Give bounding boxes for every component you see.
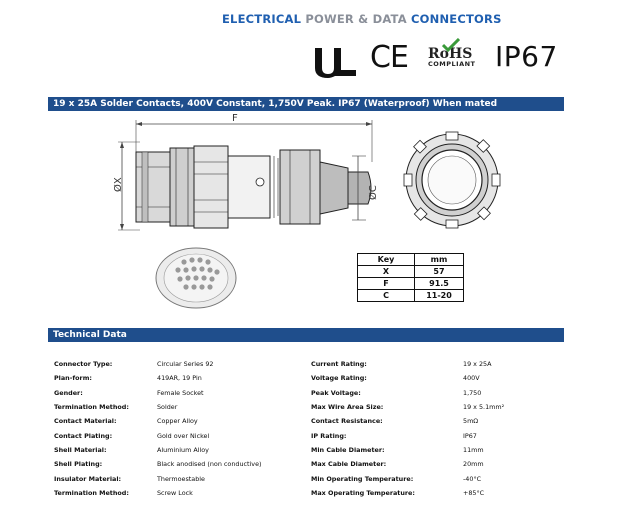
- spec-value: Circular Series 92: [157, 360, 214, 368]
- spec-label: Min Cable Diameter:: [311, 446, 385, 455]
- spec-value: 19 x 25A: [463, 360, 492, 368]
- spec-values-right: 19 x 25A 400V 1,750 19 x 5.1mm² 5mΩ IP67…: [463, 357, 504, 500]
- rohs-word: RoHS: [428, 46, 473, 62]
- dimensions-header-mm: mm: [414, 253, 464, 266]
- dimension-value: 11-20: [414, 289, 464, 302]
- spec-value: -40°C: [463, 474, 482, 483]
- spec-value: IP67: [463, 431, 477, 440]
- spec-label: Insulator Material:: [54, 474, 122, 483]
- spec-label: Current Rating:: [311, 360, 367, 368]
- spec-label: Gender:: [54, 388, 83, 397]
- spec-value: Thermoestable: [157, 474, 205, 483]
- rohs-checkmark-icon: [442, 38, 460, 52]
- spec-value: 400V: [463, 374, 480, 383]
- title-part-connectors: CONNECTORS: [411, 12, 502, 26]
- spec-label: Connector Type:: [54, 360, 113, 368]
- dimension-x-label: ØX: [112, 177, 124, 192]
- spec-value: 419AR, 19 Pin: [157, 374, 202, 383]
- spec-label: Plan-form:: [54, 374, 92, 383]
- rohs-compliant: COMPLIANT: [428, 60, 476, 68]
- spec-value: 19 x 5.1mm²: [463, 403, 505, 412]
- table-row: X 57: [357, 265, 464, 278]
- ce-mark: CE: [370, 40, 409, 75]
- spec-label: Termination Method:: [54, 403, 129, 412]
- dimension-key: F: [357, 277, 415, 290]
- spec-value: 11mm: [463, 446, 484, 455]
- spec-value: Copper Alloy: [157, 417, 198, 426]
- spec-value: Black anodised (non conductive): [157, 460, 262, 469]
- technical-data-bar: Technical Data: [48, 328, 564, 342]
- spec-value: 20mm: [463, 460, 484, 469]
- spec-labels-right: Current Rating: Voltage Rating: Peak Vol…: [311, 357, 415, 500]
- ip-rating-badge: IP67: [495, 40, 558, 73]
- dimension-c-label: ØC: [367, 185, 379, 200]
- spec-value: Female Socket: [157, 388, 204, 397]
- spec-label: IP Rating:: [311, 431, 347, 440]
- spec-labels-left: Connector Type: Plan-form: Gender: Termi…: [54, 357, 129, 500]
- spec-label: Peak Voltage:: [311, 388, 361, 397]
- spec-value: Screw Lock: [157, 489, 193, 498]
- spec-values-left: Circular Series 92 419AR, 19 Pin Female …: [157, 357, 262, 500]
- dimension-value: 57: [414, 265, 464, 278]
- connector-rear-view-drawing: [403, 131, 501, 229]
- title-part-power-data: POWER & DATA: [305, 12, 407, 26]
- spec-label: Max Operating Temperature:: [311, 489, 415, 498]
- spec-label: Termination Method:: [54, 489, 129, 498]
- pin-layout-face-drawing: [155, 247, 237, 309]
- spec-value: 1,750: [463, 388, 482, 397]
- spec-value: Aluminium Alloy: [157, 446, 209, 455]
- spec-label: Voltage Rating:: [311, 374, 367, 383]
- table-row: C 11-20: [357, 289, 464, 302]
- spec-label: Shell Material:: [54, 446, 107, 455]
- dimension-key: X: [357, 265, 415, 278]
- spec-label: Shell Plating:: [54, 460, 103, 469]
- product-description-bar: 19 x 25A Solder Contacts, 400V Constant,…: [48, 97, 564, 111]
- spec-label: Max Cable Diameter:: [311, 460, 387, 469]
- spec-label: Contact Material:: [54, 417, 117, 426]
- spec-value: 5mΩ: [463, 417, 479, 426]
- dimensions-header-row: Key mm: [357, 253, 464, 266]
- rohs-badge: RoHS COMPLIANT: [428, 38, 484, 68]
- connector-side-view-drawing: F ØX ØC: [112, 113, 379, 231]
- spec-value: Gold over Nickel: [157, 431, 210, 440]
- page-title: ELECTRICAL POWER & DATA CONNECTORS: [222, 12, 502, 26]
- ul-recognized-icon: [315, 48, 356, 78]
- spec-label: Min Operating Temperature:: [311, 474, 414, 483]
- dimensions-header-key: Key: [357, 253, 415, 266]
- title-part-electrical: ELECTRICAL: [222, 12, 302, 26]
- spec-label: Contact Resistance:: [311, 417, 383, 426]
- table-row: F 91.5: [357, 277, 464, 290]
- dimension-key: C: [357, 289, 415, 302]
- dimension-f-label: F: [232, 113, 238, 124]
- dimensions-table: Key mm X 57 F 91.5 C 11-20: [357, 253, 464, 302]
- spec-label: Contact Plating:: [54, 431, 113, 440]
- spec-value: Solder: [157, 403, 178, 412]
- dimension-value: 91.5: [414, 277, 464, 290]
- spec-label: Max Wire Area Size:: [311, 403, 384, 412]
- spec-value: +85°C: [463, 489, 485, 498]
